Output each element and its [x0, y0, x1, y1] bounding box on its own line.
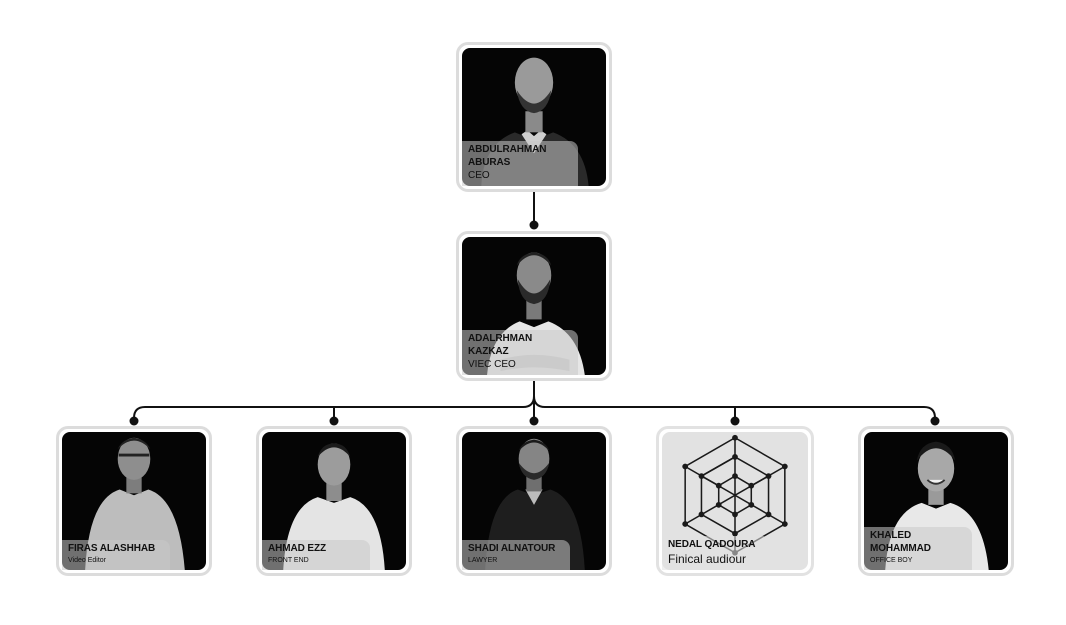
connector-dot — [129, 416, 139, 426]
vice-name: ADALRHMAN KAZKAZ — [468, 333, 533, 357]
vice-label: ADALRHMAN KAZKAZ VIEC CEO — [462, 330, 578, 375]
staff-name: AHMAD EZZ — [268, 542, 326, 554]
staff-label: KHALED MOHAMMAD OFFICE BOY — [864, 527, 972, 570]
staff-label: SHADI ALNATOUR LAWYER — [462, 539, 570, 570]
staff-role: FRONT END — [268, 557, 309, 564]
staff-role: Finical audiour — [668, 552, 747, 566]
connector-dot — [930, 416, 940, 426]
card-staff-ahmad: AHMAD EZZ FRONT END — [256, 426, 412, 576]
staff-name: KHALED MOHAMMAD — [870, 530, 931, 554]
card-vice-ceo: ADALRHMAN KAZKAZ VIEC CEO — [456, 231, 612, 381]
card-staff-nedal: NEDAL QADOURA Finical audiour — [656, 426, 814, 576]
card-staff-firas: FIRAS ALASHHAB Video Editor — [56, 426, 212, 576]
connector-dot — [529, 220, 539, 230]
connector-dot — [529, 416, 539, 426]
connector-dot — [329, 416, 339, 426]
staff-role: Video Editor — [68, 557, 107, 564]
staff-name: SHADI ALNATOUR — [468, 542, 556, 554]
ceo-name: ABDULRAHMAN ABURAS — [468, 144, 547, 168]
connector-dot — [730, 416, 740, 426]
card-staff-khaled: KHALED MOHAMMAD OFFICE BOY — [858, 426, 1014, 576]
staff-label: FIRAS ALASHHAB Video Editor — [62, 539, 170, 570]
staff-role: LAWYER — [468, 557, 498, 564]
staff-name: FIRAS ALASHHAB — [68, 542, 156, 554]
ceo-label: ABDULRAHMAN ABURAS CEO — [462, 141, 578, 186]
staff-label: AHMAD EZZ FRONT END — [262, 539, 370, 570]
vice-role: VIEC CEO — [468, 359, 516, 370]
card-ceo: ABDULRAHMAN ABURAS CEO — [456, 42, 612, 192]
staff-role: OFFICE BOY — [870, 557, 913, 564]
staff-label: NEDAL QADOURA Finical audiour — [662, 535, 770, 570]
ceo-role: CEO — [468, 170, 490, 181]
card-staff-shadi: SHADI ALNATOUR LAWYER — [456, 426, 612, 576]
staff-name: NEDAL QADOURA — [668, 538, 756, 550]
